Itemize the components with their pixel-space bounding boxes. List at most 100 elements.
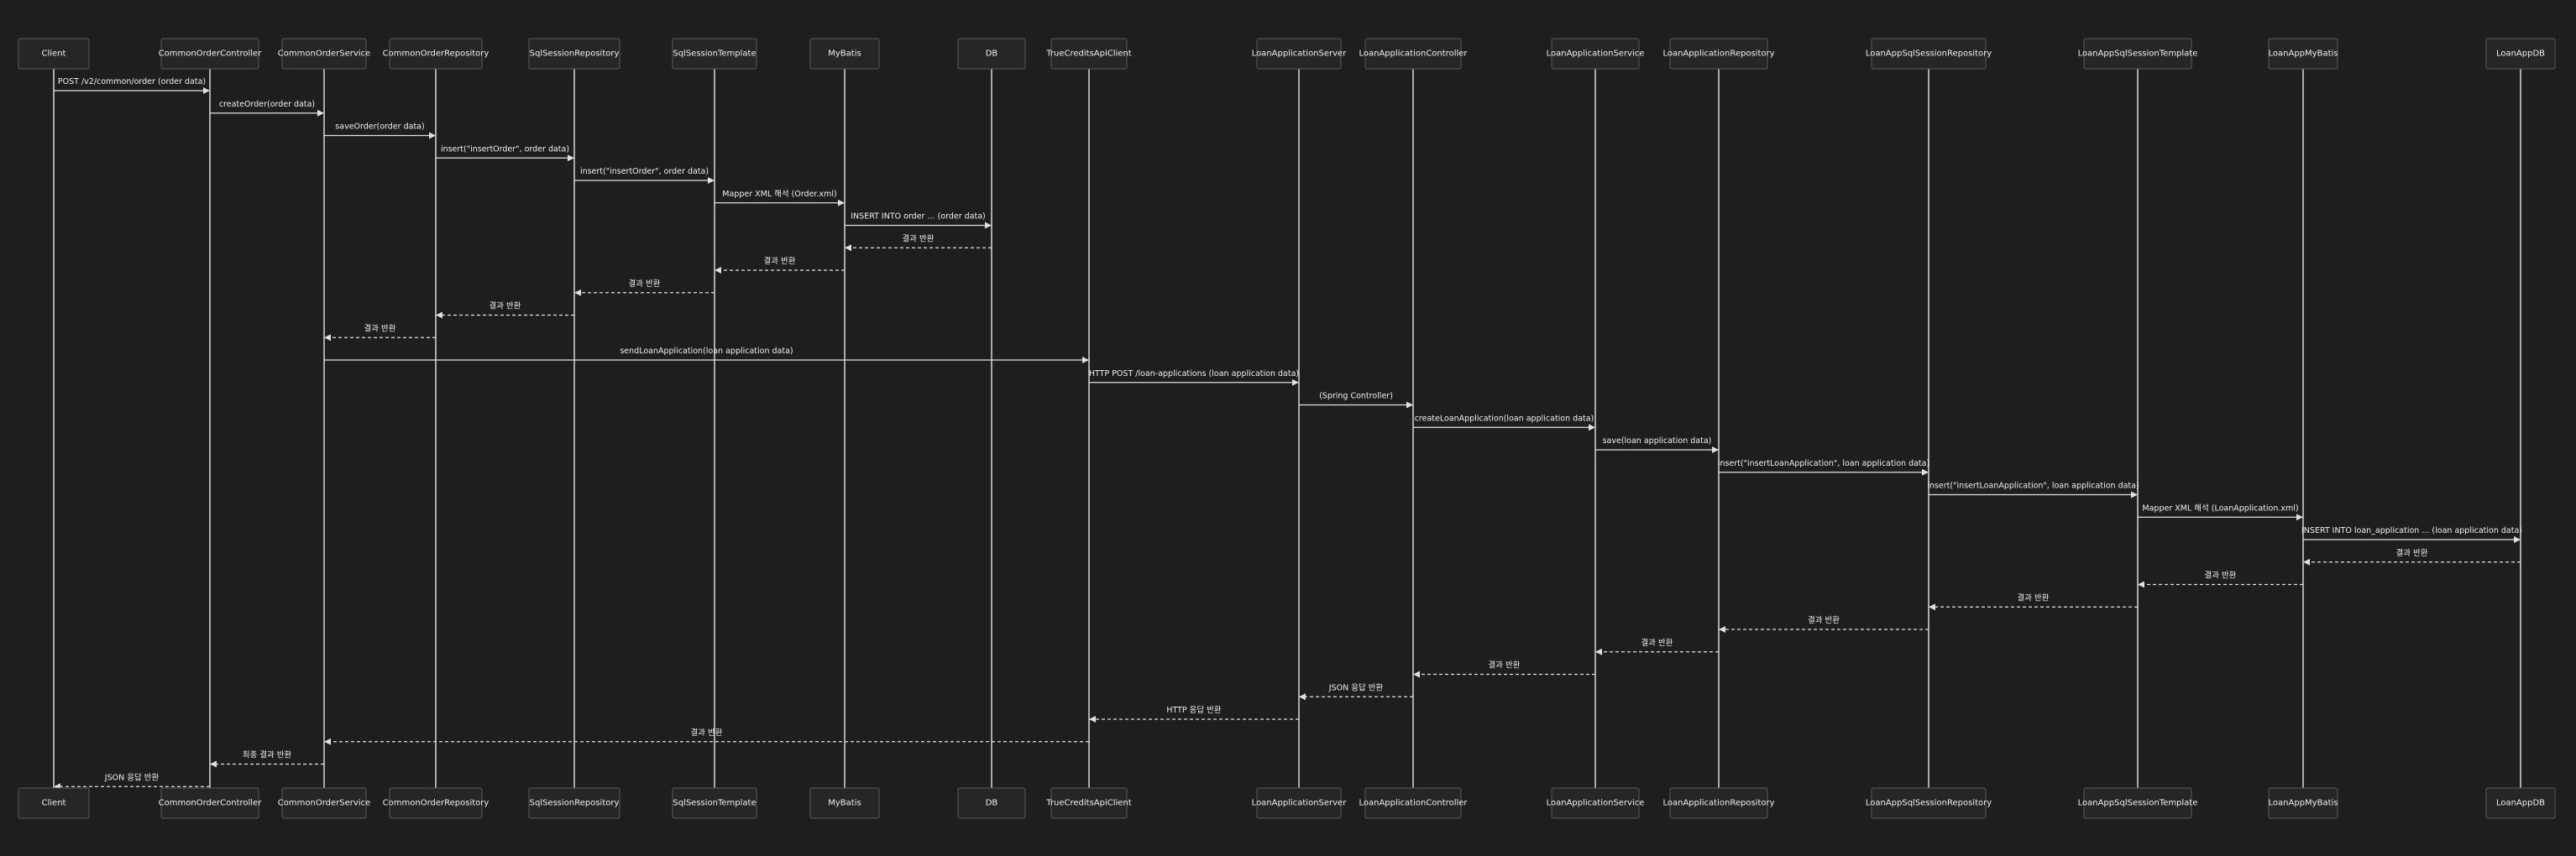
participant-box [1871, 787, 1987, 819]
participant-cos-bottom[interactable]: CommonOrderService [278, 787, 370, 819]
participant-las-top[interactable]: LoanApplicationServer [1252, 38, 1348, 70]
participant-label: LoanApplicationServer [1252, 799, 1348, 808]
participant-box [2083, 787, 2192, 819]
participant-label: Client [42, 50, 66, 59]
participant-tcac-bottom[interactable]: TrueCreditsApiClient [1045, 787, 1132, 819]
message-label: 결과 반환 [691, 728, 723, 738]
message-6: Mapper XML 해석 (Order.xml) [715, 189, 845, 206]
participant-box [1364, 38, 1462, 70]
participant-coc-bottom[interactable]: CommonOrderController [159, 787, 263, 819]
participant-label: MyBatis [828, 799, 861, 808]
message-19: insert("insertLoanApplication", loan app… [1927, 482, 2139, 498]
participant-lac-bottom[interactable]: LoanApplicationController [1359, 787, 1468, 819]
message-label: 결과 반환 [1641, 638, 1673, 648]
message-label: 결과 반환 [1489, 660, 1521, 671]
participant-lac-top[interactable]: LoanApplicationController [1359, 38, 1468, 70]
message-label: saveOrder(order data) [335, 123, 424, 132]
message-label: JSON 응답 반환 [1328, 682, 1384, 692]
participant-cos-top[interactable]: CommonOrderService [278, 38, 370, 70]
participant-lassr-top[interactable]: LoanAppSqlSessionRepository [1866, 38, 1992, 70]
participant-box [281, 38, 367, 70]
participant-ladb-top[interactable]: LoanAppDB [2485, 38, 2556, 70]
participant-ssr-top[interactable]: SqlSessionRepository [528, 38, 620, 70]
participant-db-bottom[interactable]: DB [957, 787, 1026, 819]
participant-ladb-bottom[interactable]: LoanAppDB [2485, 787, 2556, 819]
message-14: HTTP POST /loan-applications (loan appli… [1089, 369, 1299, 386]
lifelines [53, 69, 2521, 788]
participant-box [809, 38, 880, 70]
participant-label: CommonOrderRepository [383, 50, 490, 59]
message-label: POST /v2/common/order (order data) [58, 77, 206, 86]
participant-label: DB [986, 799, 998, 808]
participant-box [1669, 787, 1768, 819]
message-15: (Spring Controller) [1299, 392, 1413, 409]
participant-lasst-top[interactable]: LoanAppSqlSessionTemplate [2078, 38, 2198, 70]
message-30: 결과 반환 [324, 728, 1089, 745]
message-8: 결과 반환 [845, 233, 992, 252]
participant-cor-bottom[interactable]: CommonOrderRepository [383, 787, 490, 819]
participant-mybatis-top[interactable]: MyBatis [809, 38, 880, 70]
participant-box [672, 38, 757, 70]
message-2: createOrder(order data) [210, 100, 324, 117]
participant-lasst-bottom[interactable]: LoanAppSqlSessionTemplate [2078, 787, 2198, 819]
participant-sst-bottom[interactable]: SqlSessionTemplate [672, 787, 757, 819]
participant-mybatis-bottom[interactable]: MyBatis [809, 787, 880, 819]
message-label: (Spring Controller) [1319, 392, 1393, 401]
message-label: save(loan application data) [1603, 436, 1712, 446]
participant-box [1256, 38, 1342, 70]
message-label: HTTP 응답 반환 [1166, 705, 1222, 715]
participant-box [528, 38, 620, 70]
message-16: createLoanApplication(loan application d… [1413, 414, 1595, 431]
participant-sst-top[interactable]: SqlSessionTemplate [672, 38, 757, 70]
participant-lamb-bottom[interactable]: LoanAppMyBatis [2268, 787, 2338, 819]
message-label: 최종 결과 반환 [243, 750, 292, 760]
participant-box [1669, 38, 1768, 70]
message-label: INSERT INTO order ... (order data) [851, 212, 985, 222]
participant-tcac-top[interactable]: TrueCreditsApiClient [1045, 38, 1132, 70]
participant-lassr-bottom[interactable]: LoanAppSqlSessionRepository [1866, 787, 1992, 819]
message-label: 결과 반환 [2205, 571, 2237, 581]
participant-box [809, 787, 880, 819]
message-label: 결과 반환 [629, 279, 661, 289]
participant-box [1364, 787, 1462, 819]
participant-label: TrueCreditsApiClient [1045, 799, 1132, 808]
message-label: insert("insertOrder", order data) [580, 167, 709, 176]
participant-lasvc-top[interactable]: LoanApplicationService [1547, 38, 1645, 70]
participant-box [18, 38, 90, 70]
participant-db-top[interactable]: DB [957, 38, 1026, 70]
message-10: 결과 반환 [574, 279, 715, 296]
participant-box [2485, 787, 2556, 819]
message-25: 결과 반환 [1719, 615, 1929, 633]
participant-label: LoanApplicationService [1547, 799, 1645, 808]
participant-ssr-bottom[interactable]: SqlSessionRepository [528, 787, 620, 819]
participant-client-top[interactable]: Client [18, 38, 90, 70]
participant-cor-top[interactable]: CommonOrderRepository [383, 38, 490, 70]
message-29: HTTP 응답 반환 [1089, 705, 1299, 723]
participant-label: LoanAppSqlSessionRepository [1866, 50, 1992, 59]
participant-lar-bottom[interactable]: LoanApplicationRepository [1662, 787, 1775, 819]
participant-box [1256, 787, 1342, 819]
participant-label: LoanApplicationRepository [1662, 50, 1774, 59]
participant-label: LoanAppSqlSessionTemplate [2078, 50, 2198, 59]
message-23: 결과 반환 [2138, 571, 2303, 588]
message-3: saveOrder(order data) [324, 123, 436, 139]
message-label: Mapper XML 해석 (Order.xml) [722, 189, 836, 199]
participant-lasvc-bottom[interactable]: LoanApplicationService [1547, 787, 1645, 819]
message-label: insert("insertLoanApplication", loan app… [1718, 459, 1929, 468]
participant-label: TrueCreditsApiClient [1045, 50, 1132, 59]
participant-lamb-top[interactable]: LoanAppMyBatis [2268, 38, 2338, 70]
participant-label: LoanAppSqlSessionTemplate [2078, 799, 2198, 808]
participant-box [1050, 787, 1128, 819]
message-label: insert("insertOrder", order data) [441, 144, 569, 154]
participant-coc-top[interactable]: CommonOrderController [159, 38, 263, 70]
participant-box [2268, 38, 2338, 70]
message-7: INSERT INTO order ... (order data) [845, 212, 992, 229]
participant-client-bottom[interactable]: Client [18, 787, 90, 819]
message-12: 결과 반환 [324, 323, 436, 342]
message-label: 결과 반환 [1808, 615, 1840, 625]
participant-lar-top[interactable]: LoanApplicationRepository [1662, 38, 1775, 70]
message-label: 결과 반환 [903, 233, 935, 243]
participant-las-bottom[interactable]: LoanApplicationServer [1252, 787, 1348, 819]
message-18: insert("insertLoanApplication", loan app… [1718, 459, 1929, 476]
